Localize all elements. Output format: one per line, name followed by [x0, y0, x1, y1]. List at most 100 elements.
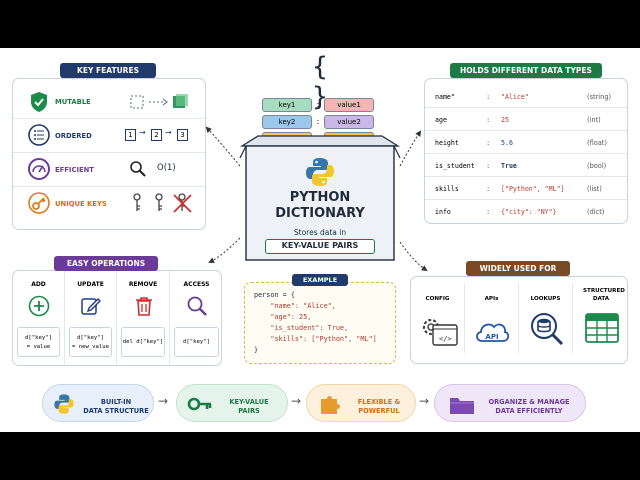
- puzzle-icon: [321, 396, 340, 414]
- feature-row-efficient: EFFICIENT O(1): [13, 153, 205, 187]
- value-card-2: value2: [324, 115, 374, 129]
- dt-value: 5.6: [501, 139, 513, 147]
- dictionary-subtitle: Stores data in: [293, 228, 347, 237]
- dt-key: age: [435, 116, 447, 124]
- dt-value: ["Python", "ML"]: [501, 185, 565, 193]
- python-logo-icon: [54, 394, 74, 414]
- use-label: APIs: [484, 296, 499, 302]
- magnifier-icon: [130, 161, 146, 177]
- bottom-pill-key-value: KEY-VALUE PAIRS: [176, 384, 288, 422]
- dt-key: skills: [435, 185, 459, 193]
- use-label: LOOKUPS: [530, 296, 561, 302]
- pair-separator: :: [316, 100, 320, 109]
- op-label: UPDATE: [77, 281, 104, 288]
- dt-type: (bool): [587, 162, 607, 170]
- use-config: CONFIG </>: [411, 283, 465, 353]
- bottom-pill-line1: BUILT-IN: [100, 398, 132, 406]
- feature-row-ordered: ORDERED 1 → 2 → 3: [13, 119, 205, 153]
- dt-type: (int): [587, 116, 601, 124]
- bottom-pill-line1: ORGANIZE & MANAGE: [488, 398, 570, 406]
- use-lookups: LOOKUPS: [519, 283, 573, 353]
- dt-sep: :: [487, 139, 490, 147]
- dictionary-title-line2: DICTIONARY: [275, 206, 365, 221]
- dt-value: {"city": "NY"}: [501, 208, 557, 216]
- feature-label-efficient: EFFICIENT: [55, 166, 94, 174]
- code-line-6: }: [254, 346, 259, 354]
- data-type-row: skills : ["Python", "ML"] (list): [425, 177, 627, 200]
- dt-type: (list): [587, 185, 602, 193]
- bottom-pill-text: ORGANIZE & MANAGE DATA EFFICIENTLY: [477, 398, 581, 416]
- trash-icon: [136, 297, 152, 316]
- python-logo-icon: [306, 158, 334, 186]
- op-code-line: = new_value: [71, 344, 110, 350]
- bottom-pill-text: FLEXIBLE & POWERFUL: [347, 398, 411, 416]
- shield-check-icon: [31, 92, 47, 112]
- key-icon: [28, 192, 50, 214]
- value-card-1: value1: [324, 98, 374, 112]
- pair-separator: :: [316, 117, 320, 126]
- op-label: ACCESS: [183, 281, 210, 288]
- data-type-row: info : {"city": "NY"} (dict): [425, 200, 627, 223]
- folder-icon: [450, 398, 474, 414]
- dt-value: 25: [501, 116, 509, 124]
- bottom-pill-line1: FLEXIBLE &: [357, 398, 401, 406]
- bottom-pill-flexible: FLEXIBLE & POWERFUL: [306, 384, 416, 422]
- dt-type: (float): [587, 139, 607, 147]
- code-line-4: "is_student": True,: [254, 324, 349, 332]
- key-card-1: key1: [262, 98, 312, 112]
- easy-operations-title: EASY OPERATIONS: [54, 256, 158, 271]
- key-card-2: key2: [262, 115, 312, 129]
- dt-sep: :: [487, 185, 490, 193]
- infographic-canvas: MUTABLE ORDERED 1 → 2 → 3: [0, 48, 640, 432]
- config-icon: </>: [422, 318, 458, 346]
- table-icon: [585, 313, 619, 343]
- arrow-right-icon: →: [419, 394, 430, 408]
- bottom-pill-line1: KEY-VALUE: [229, 398, 269, 406]
- arrow-right-icon: →: [158, 394, 169, 408]
- code-line-3: "age": 25,: [254, 313, 312, 321]
- code-line-5: "skills": ["Python", "ML"]: [254, 335, 377, 343]
- api-text: API: [485, 333, 499, 341]
- keys-comparison-icon: [133, 193, 192, 213]
- op-code-line: = value: [26, 344, 51, 350]
- dt-sep: :: [487, 116, 490, 124]
- code-line-1: person = {: [254, 291, 295, 299]
- copy-blocks-icon: [130, 94, 188, 109]
- speedometer-icon: [28, 158, 50, 180]
- ordered-step-3: 3: [177, 129, 188, 141]
- op-label: REMOVE: [128, 281, 158, 288]
- api-cloud-icon: [476, 323, 510, 342]
- dt-type: (dict): [587, 208, 605, 216]
- connector-arrows: [205, 126, 428, 272]
- use-label: CONFIG: [425, 296, 450, 302]
- braces-symbol: { }: [312, 52, 328, 112]
- op-code: del d["key"]: [121, 327, 165, 357]
- bottom-pill-text: KEY-VALUE PAIRS: [217, 398, 281, 416]
- arrow-right-icon: →: [291, 394, 302, 408]
- ordered-step-2: 2: [151, 129, 162, 141]
- key-features-panel: MUTABLE ORDERED 1 → 2 → 3: [12, 78, 206, 230]
- dictionary-title-line1: PYTHON: [289, 190, 351, 205]
- dt-type: (string): [587, 93, 612, 101]
- dt-sep: :: [487, 162, 490, 170]
- easy-operations-panel: ADD d["key"] = value UPDATE d["key"] = n…: [12, 270, 222, 366]
- use-structured-data: STRUCTURED DATA: [573, 283, 629, 353]
- feature-label-unique-keys: UNIQUE KEYS: [55, 200, 107, 208]
- dt-value: True: [501, 162, 517, 170]
- data-type-row: name" : "Alice" (string): [425, 85, 627, 108]
- edit-icon: [81, 298, 101, 315]
- database-search-icon: [531, 313, 564, 346]
- data-type-row: is_student : True (bool): [425, 154, 627, 177]
- bottom-pill-line2: POWERFUL: [358, 407, 400, 415]
- dt-key: info: [435, 208, 451, 216]
- op-code: d["key"] = value: [17, 327, 60, 357]
- complexity-label: O(1): [157, 163, 176, 173]
- example-title: EXAMPLE: [292, 274, 348, 286]
- feature-row-unique-keys: UNIQUE KEYS: [13, 187, 205, 221]
- use-label: STRUCTURED DATA: [583, 288, 625, 302]
- plus-circle-icon: [28, 295, 50, 317]
- bottom-pill-organize: ORGANIZE & MANAGE DATA EFFICIENTLY: [434, 384, 586, 422]
- op-code-line: del d["key"]: [122, 339, 164, 345]
- dt-value: "Alice": [501, 93, 529, 101]
- op-access: ACCESS d["key"]: [170, 271, 223, 365]
